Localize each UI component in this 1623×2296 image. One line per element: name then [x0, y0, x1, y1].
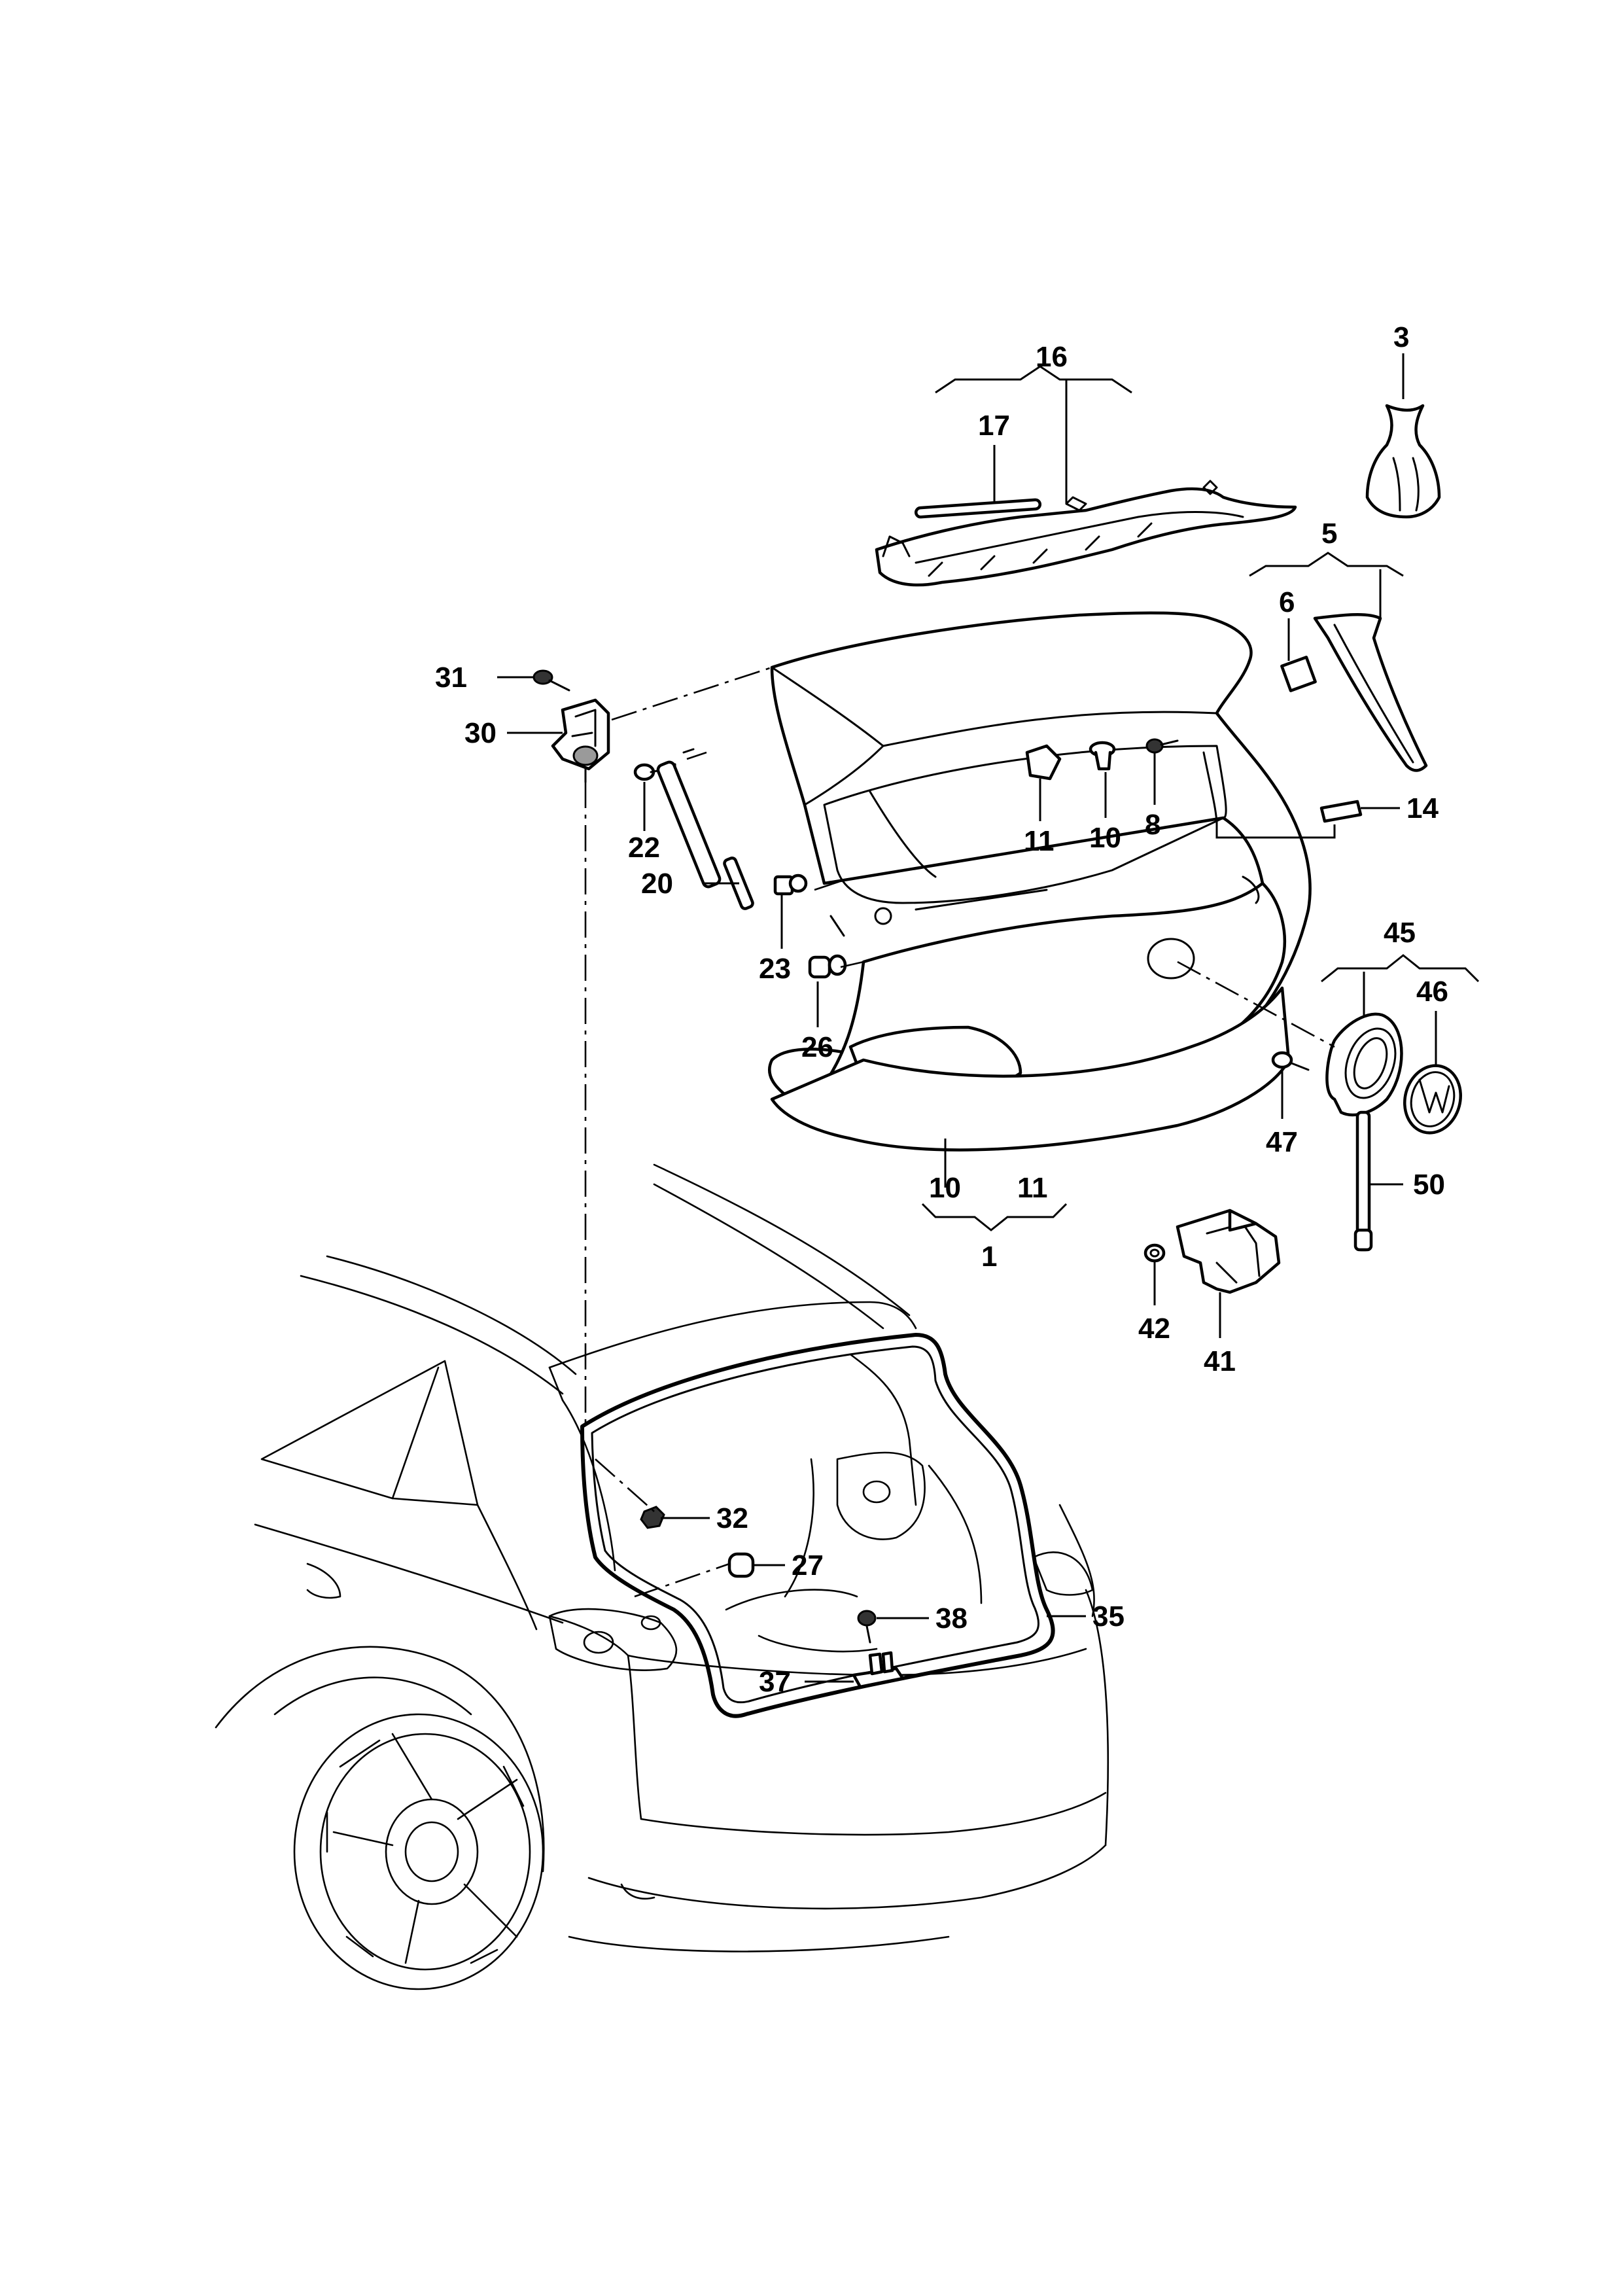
buffer-27: [727, 1552, 755, 1578]
callout-14: 14: [1406, 792, 1439, 824]
callout-32: 32: [716, 1502, 748, 1534]
striker-37: [852, 1651, 905, 1689]
screw-31: [532, 669, 570, 692]
callout-11a: 11: [1024, 825, 1055, 857]
callout-10a: 10: [1089, 822, 1121, 854]
callout-38: 38: [935, 1602, 968, 1634]
callout-45: 45: [1384, 917, 1416, 949]
callout-37: 37: [759, 1666, 791, 1698]
callout-41: 41: [1204, 1345, 1236, 1377]
tailgate: [768, 611, 1312, 1152]
buffer-26: [808, 954, 847, 979]
callout-27: 27: [792, 1549, 824, 1581]
assembly-line-hinge-top: [611, 666, 773, 721]
strip: [914, 498, 1042, 519]
rod-50: [1353, 1110, 1373, 1252]
clip-10: [1089, 741, 1116, 771]
screw-38: [857, 1610, 877, 1644]
clip-11: [1025, 744, 1062, 781]
callout-31: 31: [435, 662, 467, 694]
callout-20: 20: [641, 868, 673, 900]
callout-23: 23: [759, 953, 791, 985]
callout-30: 30: [464, 717, 497, 749]
tailgate-seal: [580, 1333, 1055, 1718]
callout-3: 3: [1393, 321, 1409, 353]
callout-8: 8: [1145, 809, 1161, 841]
callout-6: 6: [1279, 586, 1295, 618]
callout-10b: 10: [929, 1172, 961, 1204]
callout-47: 47: [1266, 1126, 1298, 1158]
callout-35: 35: [1092, 1600, 1125, 1633]
callout-26: 26: [801, 1031, 833, 1063]
pillar-trim: [1313, 613, 1428, 772]
cover-14: [1319, 800, 1363, 823]
cover-6: [1280, 656, 1317, 692]
screw-47: [1271, 1051, 1310, 1071]
hinge: [551, 698, 610, 783]
callout-22: 22: [628, 832, 660, 864]
callout-17: 17: [978, 410, 1010, 442]
callout-11b: 11: [1017, 1172, 1048, 1204]
lock: [1176, 1209, 1281, 1294]
callout-16: 16: [1036, 341, 1068, 373]
vw-emblem: [1403, 1064, 1462, 1135]
tool-bag: [1365, 404, 1441, 519]
nut-32: [640, 1506, 665, 1529]
callout-1: 1: [981, 1241, 997, 1273]
callout-50: 50: [1413, 1169, 1445, 1201]
callout-42: 42: [1138, 1313, 1170, 1345]
callout-labels: 16 17 3 5 6 14 8 10 11 31 30 22 20 23 26…: [435, 321, 1448, 1698]
callout-5: 5: [1321, 518, 1337, 550]
ball-stud-23: [773, 874, 808, 896]
callout-leaders: [497, 353, 1480, 1683]
nut-42: [1143, 1243, 1166, 1263]
car-body-outline: [215, 1163, 1109, 1990]
spoiler: [875, 480, 1297, 587]
callout-46: 46: [1416, 976, 1448, 1008]
emblem-housing: [1325, 1012, 1403, 1117]
